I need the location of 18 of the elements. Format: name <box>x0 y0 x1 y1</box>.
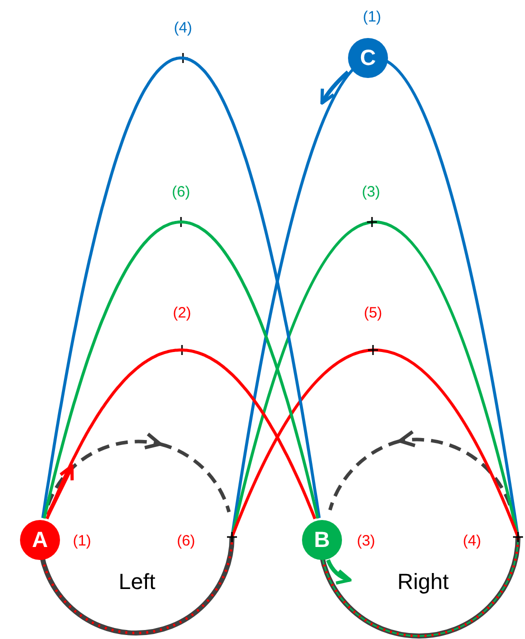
step-number: (5) <box>364 304 382 322</box>
label-circle: C <box>348 38 388 78</box>
step-number: (4) <box>462 532 482 550</box>
region-label: Right <box>397 569 449 595</box>
step-number: (2) <box>172 304 192 322</box>
step-number: (6) <box>176 532 196 550</box>
curved-line <box>42 220 320 519</box>
step-number: (6) <box>172 184 190 200</box>
label-circle: A <box>20 520 60 560</box>
step-number: (3) <box>362 184 380 200</box>
step-number: (4) <box>174 20 192 36</box>
region-label: Left <box>118 569 156 595</box>
curved-line <box>46 348 316 520</box>
label-circle: B <box>302 520 342 560</box>
step-number: (1) <box>72 532 92 550</box>
step-number: (1) <box>362 8 382 26</box>
curved-line <box>41 56 321 518</box>
step-number: (3) <box>356 532 376 550</box>
